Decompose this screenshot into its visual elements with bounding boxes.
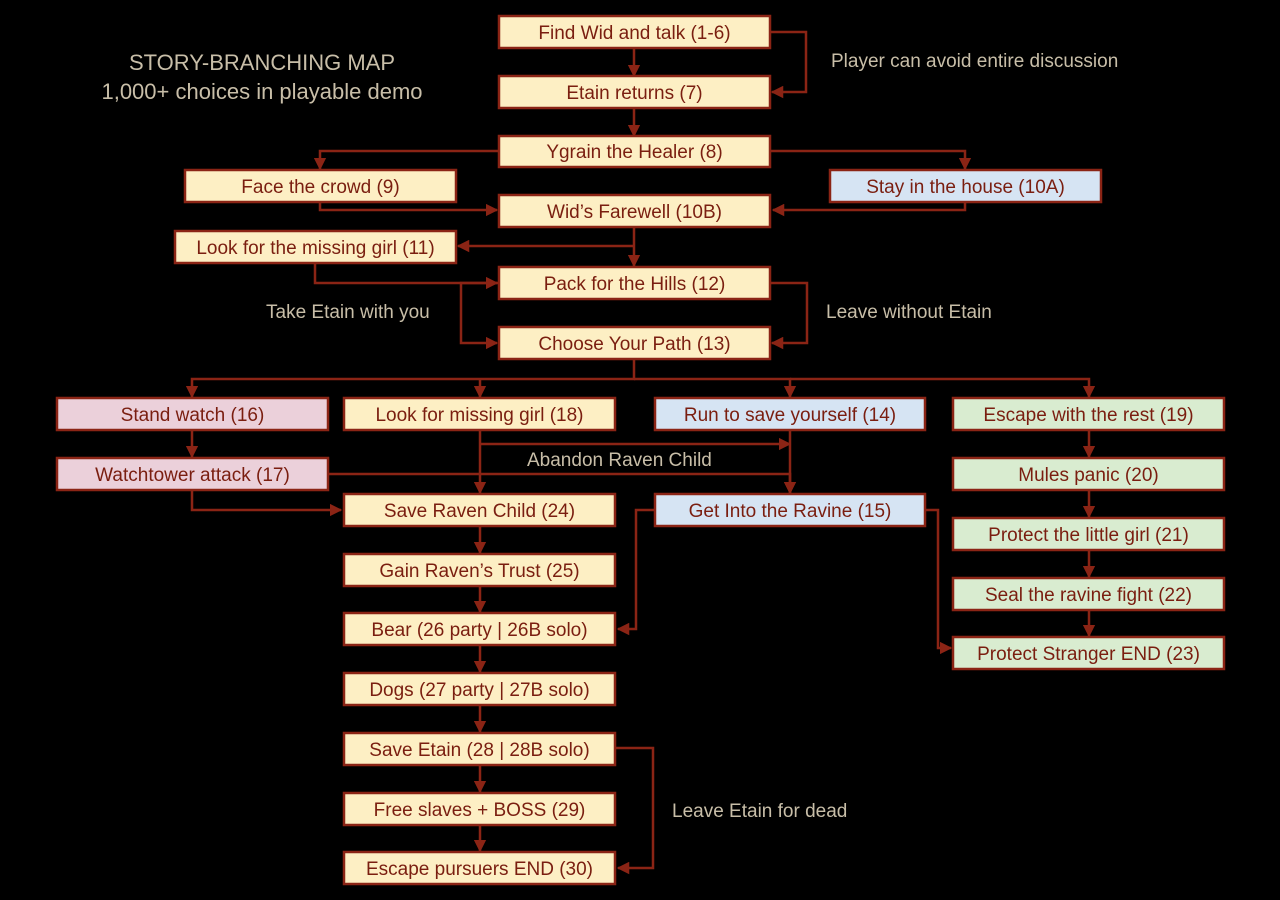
node-label: Pack for the Hills (12) <box>544 274 726 295</box>
node-label: Ygrain the Healer (8) <box>546 142 722 163</box>
node-label: Gain Raven’s Trust (25) <box>379 561 579 582</box>
node-ygrain-healer[interactable]: Ygrain the Healer (8) <box>497 134 772 169</box>
node-label: Save Raven Child (24) <box>384 501 575 522</box>
edge-17-to-24 <box>190 490 343 517</box>
node-label: Stand watch (16) <box>121 405 265 426</box>
node-label: Protect Stranger END (23) <box>977 644 1200 665</box>
edge-12-to-13-without-etain <box>770 281 809 350</box>
nodes: Find Wid and talk (1-6) Etain returns (7… <box>55 14 1226 886</box>
edge-1-6-skip-to-7 <box>770 30 808 99</box>
node-escape-pursuers-end[interactable]: Escape pursuers END (30) <box>342 850 617 886</box>
node-label: Mules panic (20) <box>1018 465 1158 486</box>
edge-13-to-19 <box>790 377 1096 399</box>
node-label: Save Etain (28 | 28B solo) <box>369 740 589 761</box>
annotation-take-etain: Take Etain with you <box>266 302 430 323</box>
node-label: Seal the ravine fight (22) <box>985 585 1192 606</box>
edges <box>185 30 1096 875</box>
node-label: Dogs (27 party | 27B solo) <box>369 680 589 701</box>
edge-17-to-15 <box>328 472 797 495</box>
edge-annotations: Player can avoid entire discussion Take … <box>266 51 1118 822</box>
node-label: Etain returns (7) <box>566 83 702 104</box>
edge-11-to-12 <box>313 263 499 290</box>
edge-15-to-26 <box>616 508 655 636</box>
node-pack-hills[interactable]: Pack for the Hills (12) <box>497 265 772 301</box>
edge-12-to-13-with-etain <box>459 281 499 350</box>
node-wids-farewell[interactable]: Wid’s Farewell (10B) <box>497 193 772 229</box>
node-dogs[interactable]: Dogs (27 party | 27B solo) <box>342 671 617 707</box>
node-look-missing-girl-11[interactable]: Look for the missing girl (11) <box>173 229 458 265</box>
node-label: Look for the missing girl (11) <box>196 238 434 259</box>
diagram-title: STORY-BRANCHING MAP 1,000+ choices in pl… <box>101 50 422 104</box>
node-face-crowd[interactable]: Face the crowd (9) <box>183 168 458 204</box>
node-watchtower-attack[interactable]: Watchtower attack (17) <box>55 456 330 492</box>
node-label: Escape pursuers END (30) <box>366 859 593 880</box>
node-gain-ravens-trust[interactable]: Gain Raven’s Trust (25) <box>342 552 617 588</box>
node-label: Bear (26 party | 26B solo) <box>371 620 587 641</box>
node-find-wid[interactable]: Find Wid and talk (1-6) <box>497 14 772 50</box>
node-protect-little-girl[interactable]: Protect the little girl (21) <box>951 516 1226 552</box>
node-label: Protect the little girl (21) <box>988 525 1189 546</box>
edge-8-to-9 <box>313 149 499 171</box>
title-line-1: STORY-BRANCHING MAP <box>129 50 395 75</box>
node-bear[interactable]: Bear (26 party | 26B solo) <box>342 611 617 647</box>
edge-10a-to-10b <box>771 202 967 217</box>
node-protect-stranger-end[interactable]: Protect Stranger END (23) <box>951 635 1226 671</box>
node-seal-ravine-fight[interactable]: Seal the ravine fight (22) <box>951 576 1226 612</box>
annotation-abandon-raven-child: Abandon Raven Child <box>527 450 712 471</box>
edge-8-to-10a <box>770 149 972 171</box>
node-label: Get Into the Ravine (15) <box>689 501 892 522</box>
node-save-etain[interactable]: Save Etain (28 | 28B solo) <box>342 731 617 767</box>
node-etain-returns[interactable]: Etain returns (7) <box>497 74 772 110</box>
node-look-missing-girl-18[interactable]: Look for missing girl (18) <box>342 396 617 432</box>
node-get-into-ravine[interactable]: Get Into the Ravine (15) <box>653 492 927 528</box>
node-label: Choose Your Path (13) <box>538 334 730 355</box>
node-stay-house[interactable]: Stay in the house (10A) <box>828 168 1103 204</box>
node-label: Free slaves + BOSS (29) <box>374 800 586 821</box>
node-label: Look for missing girl (18) <box>375 405 583 426</box>
node-stand-watch[interactable]: Stand watch (16) <box>55 396 330 432</box>
annotation-leave-etain: Leave without Etain <box>826 302 992 323</box>
edge-13-to-14 <box>634 377 797 399</box>
edge-9-to-10b <box>318 202 499 217</box>
node-label: Watchtower attack (17) <box>95 465 290 486</box>
edge-13-to-16 <box>185 359 636 399</box>
node-escape-with-rest[interactable]: Escape with the rest (19) <box>951 396 1226 432</box>
annotation-avoid-discussion: Player can avoid entire discussion <box>831 51 1118 72</box>
title-line-2: 1,000+ choices in playable demo <box>101 79 422 104</box>
node-run-save-yourself[interactable]: Run to save yourself (14) <box>653 396 927 432</box>
node-free-slaves-boss[interactable]: Free slaves + BOSS (29) <box>342 791 617 827</box>
node-label: Find Wid and talk (1-6) <box>538 23 730 44</box>
edge-28-to-30-dead <box>615 746 655 875</box>
annotation-leave-etain-dead: Leave Etain for dead <box>672 801 847 822</box>
node-save-raven-child[interactable]: Save Raven Child (24) <box>342 492 617 528</box>
node-label: Stay in the house (10A) <box>866 177 1065 198</box>
node-label: Run to save yourself (14) <box>684 405 896 426</box>
node-choose-path[interactable]: Choose Your Path (13) <box>497 325 772 361</box>
node-label: Escape with the rest (19) <box>983 405 1193 426</box>
node-mules-panic[interactable]: Mules panic (20) <box>951 456 1226 492</box>
node-label: Wid’s Farewell (10B) <box>547 202 722 223</box>
edge-15-to-23 <box>925 508 953 655</box>
node-label: Face the crowd (9) <box>241 177 399 198</box>
